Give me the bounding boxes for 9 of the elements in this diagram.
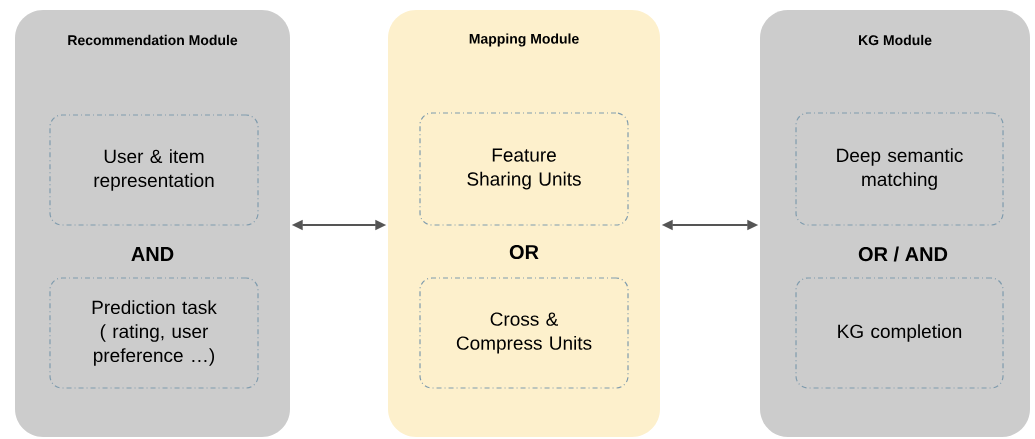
option-box: Feature Sharing Units — [419, 112, 629, 226]
operator-label: OR — [509, 244, 539, 260]
option-box: KG completion — [795, 277, 1004, 389]
option-box: Prediction task ( rating, user preference …) — [49, 277, 259, 389]
operator-label: OR / AND — [858, 246, 948, 262]
option-box: Deep semantic matching — [795, 112, 1004, 226]
operator-label: AND — [131, 247, 174, 261]
option-box: Cross & Compress Units — [419, 277, 629, 389]
option-box: User & item representation — [49, 114, 259, 226]
